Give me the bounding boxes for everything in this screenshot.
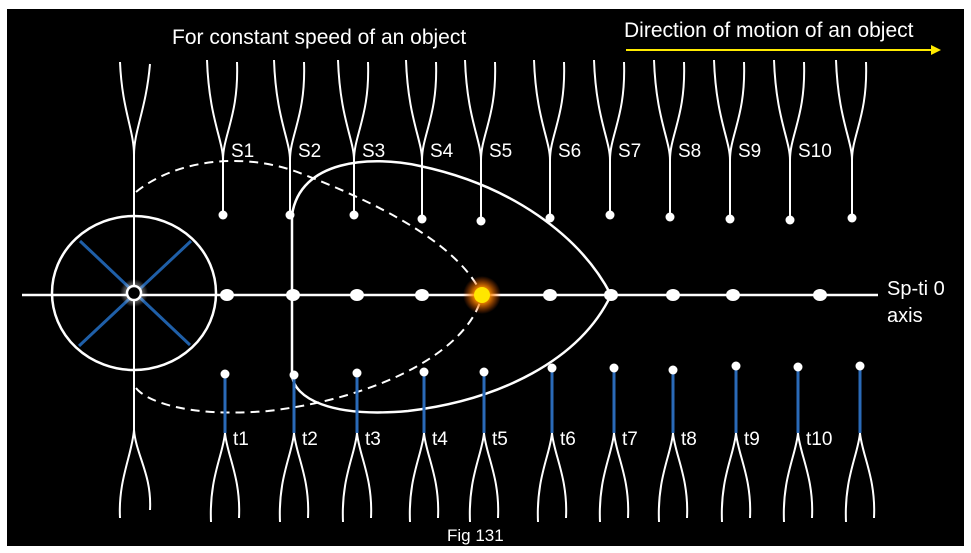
t-label: t4 [432, 429, 448, 450]
t-label: t10 [806, 429, 832, 450]
t-stems-group: t1 t2 t3 t4 t5 t6 t7 t8 t9 t10 [209, 361, 876, 523]
t-stem-10: t10 [782, 362, 832, 523]
s-label: S7 [618, 141, 641, 162]
s-stem-4: S4 [405, 59, 454, 224]
s-label: S8 [678, 141, 701, 162]
s-stem-3: S3 [337, 59, 385, 220]
t-stem-endpoint [547, 363, 557, 373]
s-stem-9: S9 [713, 59, 761, 224]
direction-arrow [626, 45, 941, 55]
axis-dot [543, 289, 557, 301]
origin-hub [125, 284, 143, 302]
axis-dot [813, 289, 827, 301]
s-label: S4 [430, 141, 454, 162]
t-stem-9: t9 [720, 361, 760, 523]
t-stem-endpoint [668, 365, 678, 375]
s-stem-5: S5 [464, 59, 512, 226]
s-stem-8: S8 [653, 59, 701, 222]
s-stem-1: S1 [206, 59, 254, 220]
t-stem-endpoint [220, 369, 230, 379]
s-stem-endpoint [218, 210, 228, 220]
t-stem-endpoint [419, 367, 429, 377]
s-stem-10: S10 [773, 59, 832, 225]
origin-wheel [50, 214, 218, 372]
s-label: S1 [231, 141, 254, 162]
s-stem-endpoint [417, 214, 427, 224]
axis-dot [604, 289, 618, 301]
t-label: t5 [492, 429, 508, 450]
s-stem-endpoint [285, 210, 295, 220]
s-stem-endpoint [349, 210, 359, 220]
t-stem-endpoint [479, 367, 489, 377]
t-stem-8: t8 [657, 365, 697, 523]
t-stem-4: t4 [408, 367, 448, 523]
t-label: t3 [365, 429, 381, 450]
t-stem-endpoint [855, 361, 865, 371]
axis-dots-group [220, 289, 827, 301]
s-stem-2: S2 [273, 59, 321, 220]
t-label: t2 [302, 429, 318, 450]
t-stem-endpoint [793, 362, 803, 372]
axis-dot [286, 289, 300, 301]
figure-caption: Fig 131 [447, 526, 504, 545]
t-stem-extra [844, 361, 876, 523]
s-stem-endpoint [725, 214, 735, 224]
diagram-title: For constant speed of an object [172, 26, 466, 49]
s-stems-group: S1 S2 S3 S4 S5 S6 S7 S8 S9 S10 [206, 59, 868, 226]
axis-dot [726, 289, 740, 301]
s-stem-7: S7 [593, 59, 641, 220]
s-stem-endpoint [605, 210, 615, 220]
s-stem-endpoint [476, 216, 486, 226]
t-stem-7: t7 [598, 363, 638, 523]
t-label: t7 [622, 429, 638, 450]
moving-object [463, 276, 501, 314]
t-stem-2: t2 [278, 370, 318, 523]
t-label: t1 [233, 429, 249, 450]
t-stem-endpoint [731, 361, 741, 371]
s-label: S10 [798, 141, 832, 162]
t-stem-3: t3 [341, 368, 381, 523]
s-stem-endpoint [847, 213, 857, 223]
t-stem-6: t6 [536, 363, 576, 523]
s-label: S6 [558, 141, 581, 162]
axis-dot [666, 289, 680, 301]
t-stem-5: t5 [468, 367, 508, 523]
s-label: S3 [362, 141, 385, 162]
s-stem-endpoint [545, 213, 555, 223]
axis-dot [350, 289, 364, 301]
t-stem-endpoint [289, 370, 299, 380]
axis-label-line1: Sp-ti 0 [887, 278, 945, 300]
t-label: t8 [681, 429, 697, 450]
s-label: S5 [489, 141, 512, 162]
s-stem-endpoint [665, 212, 675, 222]
t-stem-endpoint [352, 368, 362, 378]
axis-label-line2: axis [887, 305, 923, 327]
s-label: S9 [738, 141, 761, 162]
t-label: t6 [560, 429, 576, 450]
t-stem-1: t1 [209, 369, 249, 523]
axis-dot [220, 289, 234, 301]
t-stem-endpoint [609, 363, 619, 373]
s-stem-endpoint [785, 215, 795, 225]
s-stem-6: S6 [533, 59, 581, 223]
s-stem-extra [835, 59, 868, 223]
t-label: t9 [744, 429, 760, 450]
axis-dot [415, 289, 429, 301]
s-label: S2 [298, 141, 321, 162]
direction-label: Direction of motion of an object [624, 19, 914, 42]
